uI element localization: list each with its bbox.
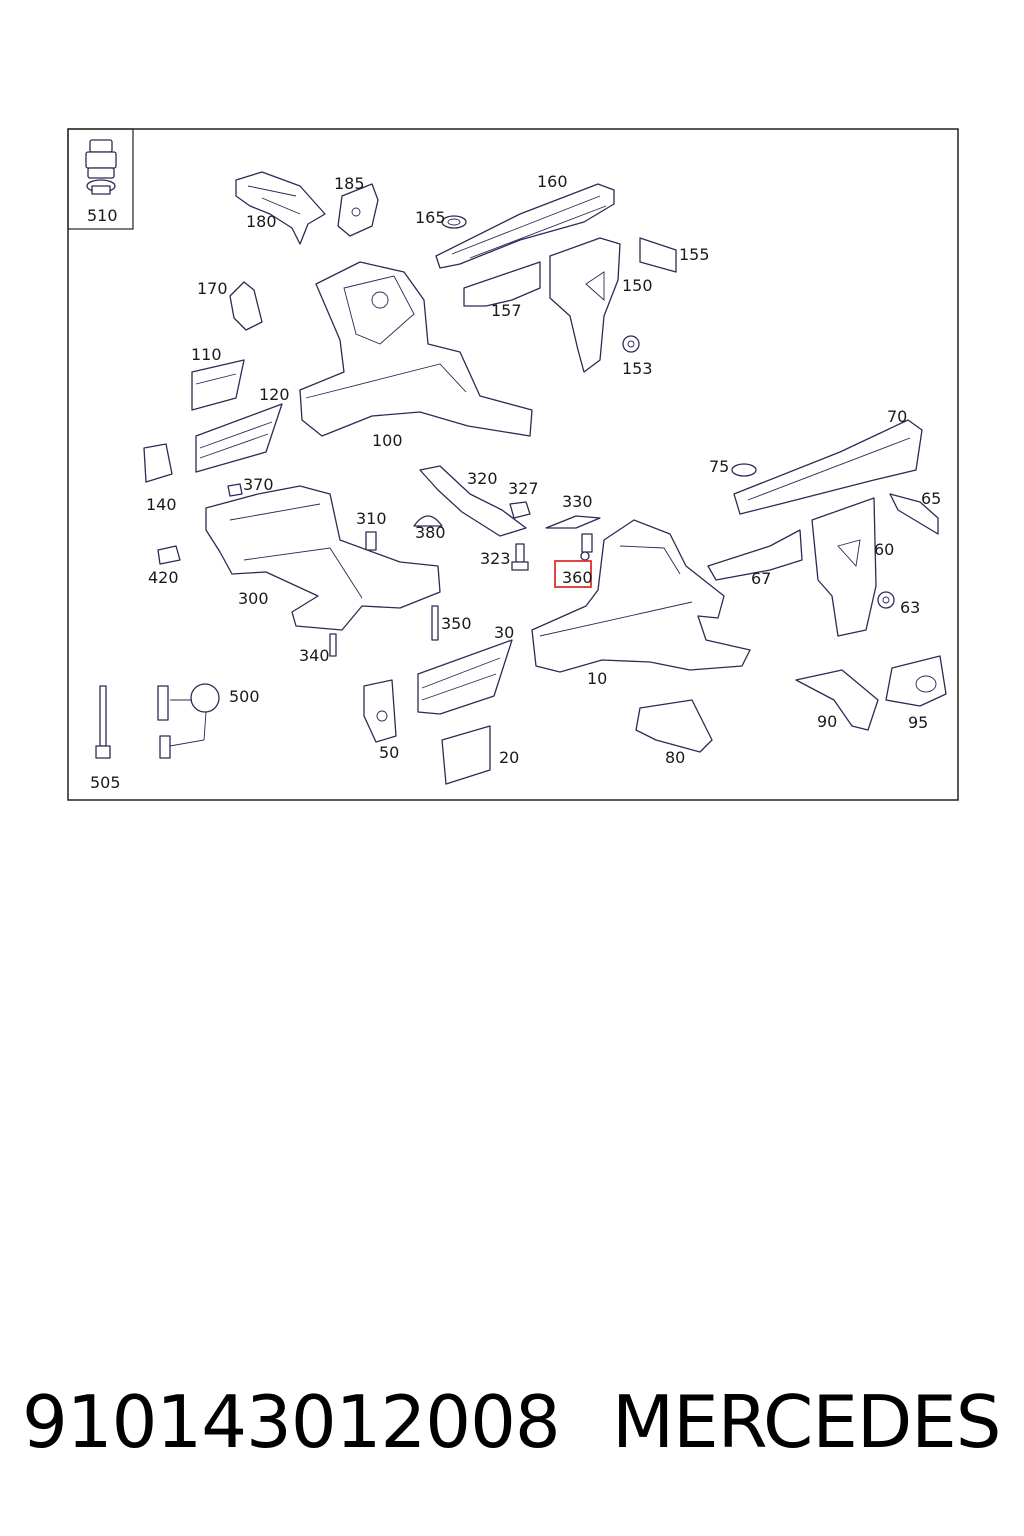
part-350-bolt[interactable] <box>431 605 439 641</box>
part-300-subframe[interactable] <box>205 485 441 631</box>
highlight-box-360 <box>554 560 592 588</box>
label-157[interactable]: 157 <box>491 301 522 320</box>
part-327-nut[interactable] <box>509 501 531 519</box>
part-510-nut[interactable] <box>85 139 117 195</box>
label-170[interactable]: 170 <box>197 279 228 298</box>
label-50[interactable]: 50 <box>379 743 399 762</box>
part-100-side-member[interactable] <box>299 261 533 437</box>
label-340[interactable]: 340 <box>299 646 330 665</box>
label-67[interactable]: 67 <box>751 569 771 588</box>
label-165[interactable]: 165 <box>415 208 446 227</box>
label-100[interactable]: 100 <box>372 431 403 450</box>
label-310[interactable]: 310 <box>356 509 387 528</box>
part-310-stud[interactable] <box>365 531 377 551</box>
label-70[interactable]: 70 <box>887 407 907 426</box>
part-90-bracket[interactable] <box>795 669 879 731</box>
label-350[interactable]: 350 <box>441 614 472 633</box>
part-20-panel[interactable] <box>441 725 491 785</box>
label-323[interactable]: 323 <box>480 549 511 568</box>
part-67-bracket[interactable] <box>707 529 803 581</box>
part-50-bracket[interactable] <box>363 679 397 743</box>
label-65[interactable]: 65 <box>921 489 941 508</box>
part-323-bolt[interactable] <box>511 543 529 571</box>
label-370[interactable]: 370 <box>243 475 274 494</box>
label-180[interactable]: 180 <box>246 212 277 231</box>
part-155-plate[interactable] <box>639 237 677 273</box>
part-505-bolt[interactable] <box>95 685 111 759</box>
label-63[interactable]: 63 <box>900 598 920 617</box>
part-110-panel[interactable] <box>191 359 245 411</box>
label-160[interactable]: 160 <box>537 172 568 191</box>
label-300[interactable]: 300 <box>238 589 269 608</box>
label-505[interactable]: 505 <box>90 773 121 792</box>
part-95-bracket[interactable] <box>885 655 947 707</box>
label-60[interactable]: 60 <box>874 540 894 559</box>
label-95[interactable]: 95 <box>908 713 928 732</box>
diagram-frame <box>67 128 959 801</box>
part-80-bracket[interactable] <box>635 699 713 753</box>
label-140[interactable]: 140 <box>146 495 177 514</box>
label-500[interactable]: 500 <box>229 687 260 706</box>
label-330[interactable]: 330 <box>562 492 593 511</box>
label-420[interactable]: 420 <box>148 568 179 587</box>
label-110[interactable]: 110 <box>191 345 222 364</box>
parts-diagram: 510 180 185 160 165 155 170 157 150 153 … <box>67 128 959 801</box>
part-500-fastener-kit[interactable] <box>157 683 220 759</box>
part-370-clip[interactable] <box>227 483 243 497</box>
label-320[interactable]: 320 <box>467 469 498 488</box>
part-63-grommet[interactable] <box>877 591 895 609</box>
part-157-panel[interactable] <box>463 261 541 307</box>
part-140-bracket[interactable] <box>143 443 173 483</box>
part-120-panel[interactable] <box>195 403 283 473</box>
part-60-panel[interactable] <box>811 497 877 637</box>
label-120[interactable]: 120 <box>259 385 290 404</box>
part-160-rail[interactable] <box>435 183 615 269</box>
label-150[interactable]: 150 <box>622 276 653 295</box>
part-number: 910143012008 <box>22 1380 561 1464</box>
part-360-bolt[interactable] <box>580 533 593 561</box>
part-30-panel[interactable] <box>417 639 513 715</box>
part-70-rail[interactable] <box>733 419 923 515</box>
part-153-grommet[interactable] <box>622 335 640 353</box>
part-340-bolt[interactable] <box>329 633 337 657</box>
part-185-bracket[interactable] <box>337 183 379 237</box>
part-180-bracket[interactable] <box>235 171 326 245</box>
part-75-clip[interactable] <box>731 463 757 477</box>
label-327[interactable]: 327 <box>508 479 539 498</box>
part-320-bracket[interactable] <box>419 465 527 537</box>
label-155[interactable]: 155 <box>679 245 710 264</box>
label-360[interactable]: 360 <box>562 568 593 587</box>
label-185[interactable]: 185 <box>334 174 365 193</box>
label-90[interactable]: 90 <box>817 712 837 731</box>
part-380-cap[interactable] <box>413 515 443 527</box>
label-75[interactable]: 75 <box>709 457 729 476</box>
part-170-bracket[interactable] <box>229 281 263 331</box>
brand-name: MERCEDES <box>612 1380 1001 1464</box>
part-330-strip[interactable] <box>545 515 601 529</box>
part-10-side-member[interactable] <box>531 519 751 673</box>
label-20[interactable]: 20 <box>499 748 519 767</box>
label-380[interactable]: 380 <box>415 523 446 542</box>
part-65-plate[interactable] <box>889 493 939 535</box>
part-150-panel[interactable] <box>549 237 621 373</box>
label-153[interactable]: 153 <box>622 359 653 378</box>
label-80[interactable]: 80 <box>665 748 685 767</box>
part-420-clip[interactable] <box>157 545 181 565</box>
label-510[interactable]: 510 <box>87 206 118 225</box>
footer: 910143012008 MERCEDES <box>0 1372 1024 1472</box>
inset-box-510 <box>67 128 134 230</box>
label-10[interactable]: 10 <box>587 669 607 688</box>
label-30[interactable]: 30 <box>494 623 514 642</box>
part-165-clip[interactable] <box>441 215 467 229</box>
